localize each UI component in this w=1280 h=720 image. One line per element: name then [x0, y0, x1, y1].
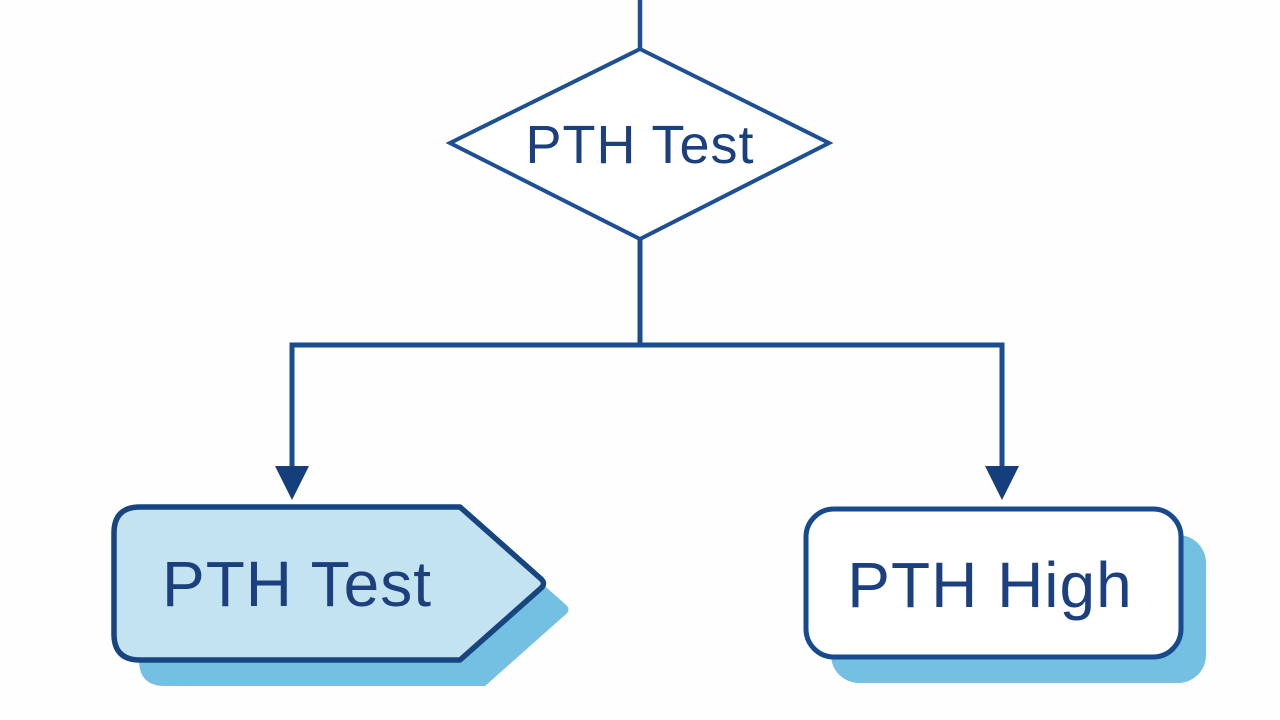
arrowhead-right-icon [985, 466, 1019, 500]
right-result-node [803, 506, 1184, 660]
right-result-label: PTH High [847, 549, 1132, 621]
arrowhead-left-icon [275, 466, 309, 500]
connector-branch-rail [289, 342, 1005, 470]
left-result-node [111, 504, 547, 663]
decision-diamond-label: PTH Test [525, 115, 754, 175]
left-result-label: PTH Test [162, 548, 432, 620]
decision-diamond [445, 46, 834, 242]
